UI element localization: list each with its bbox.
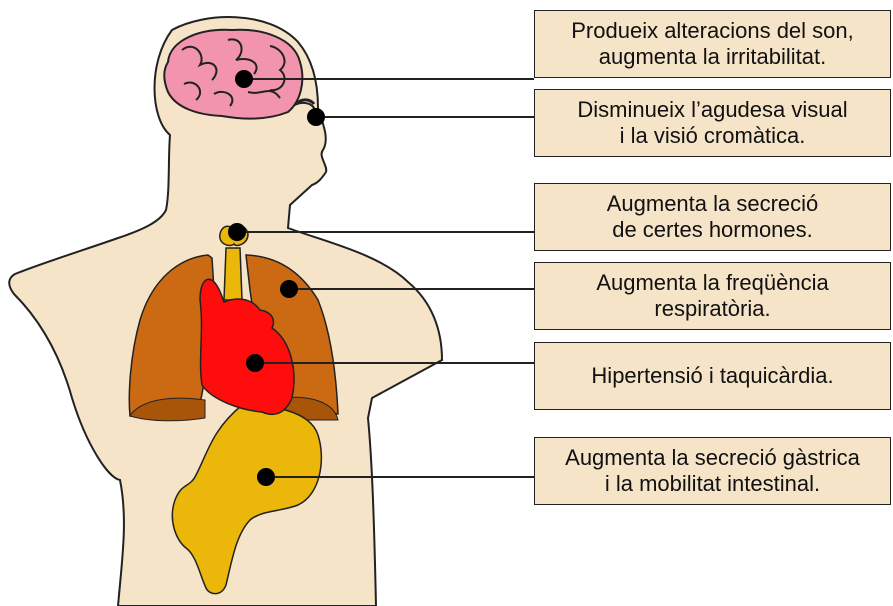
marker-dot-thyroid	[228, 223, 246, 241]
annotation-heart: Hipertensió i taquicàrdia.	[534, 342, 891, 410]
marker-dot-heart	[246, 354, 264, 372]
annotation-line: Augmenta la freqüència	[596, 270, 828, 296]
annotation-line: respiratòria.	[596, 296, 828, 322]
brain-shape	[164, 30, 302, 119]
marker-dot-brain	[235, 70, 253, 88]
marker-dot-eye	[307, 108, 325, 126]
annotation-line: Produeix alteracions del son,	[571, 18, 854, 44]
annotation-text: Produeix alteracions del son,augmenta la…	[571, 18, 854, 71]
brain	[164, 30, 302, 119]
annotation-line: Augmenta la secreció	[607, 191, 819, 217]
annotation-line: de certes hormones.	[607, 217, 819, 243]
annotation-text: Hipertensió i taquicàrdia.	[591, 363, 833, 389]
annotation-line: Disminueix l’agudesa visual	[577, 97, 847, 123]
marker-dot-lungs	[280, 280, 298, 298]
annotation-brain: Produeix alteracions del son,augmenta la…	[534, 10, 891, 78]
annotation-line: augmenta la irritabilitat.	[571, 44, 854, 70]
annotation-line: Hipertensió i taquicàrdia.	[591, 363, 833, 389]
annotation-line: Augmenta la secreció gàstrica	[565, 445, 860, 471]
marker-dot-stomach	[257, 468, 275, 486]
annotation-line: i la mobilitat intestinal.	[565, 471, 860, 497]
annotation-line: i la visió cromàtica.	[577, 123, 847, 149]
trachea	[224, 248, 242, 300]
